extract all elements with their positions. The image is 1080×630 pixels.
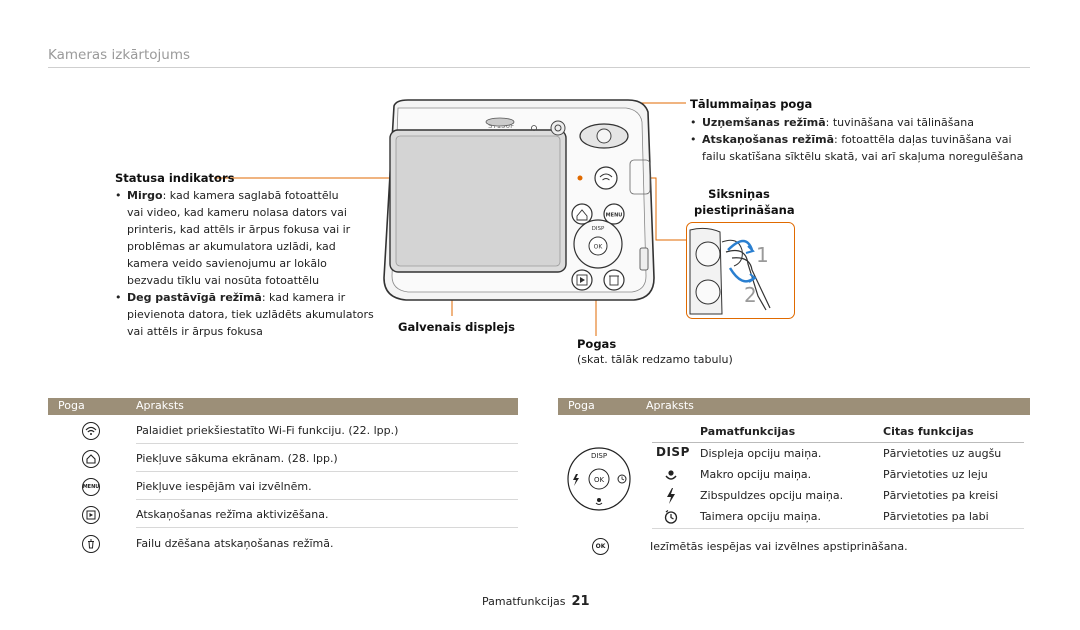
strap-step-2: 2 [744,283,757,307]
row-divider [136,443,518,444]
row-divider [136,499,518,500]
status-indicator-item-steady: Deg pastāvīgā režīmā: kad kamera ir piev… [115,289,385,340]
flash-icon [667,488,675,504]
buttons-subtitle: (skat. tālāk redzamo tabulu) [577,353,733,366]
zoom-button-title: Tālummaiņas poga [690,97,813,111]
strap-illustration: 1 2 [686,222,795,319]
main-display-label: Galvenais displejs [398,320,515,334]
right-table-header: Poga Apraksts [558,398,1030,415]
timer-basic-text: Taimera opciju maiņa. [700,510,821,523]
right-col-description: Apraksts [646,399,694,412]
camera-disp-label: DISP [592,226,605,232]
sub-header-divider [652,442,1024,443]
left-col-description: Apraksts [136,399,184,412]
macro-icon [665,470,677,480]
flash-basic-text: Zibspuldzes opciju maiņa. [700,489,844,502]
right-col-button: Poga [568,399,595,412]
row-divider [652,528,1024,529]
left-row-playback-text: Atskaņošanas režīma aktivizēšana. [136,508,329,521]
ok-icon: OK [592,538,609,555]
trash-icon [82,535,100,553]
page-footer: Pamatfunkcijas 21 [482,594,590,609]
term-steady: Deg pastāvīgā režīmā [127,291,262,304]
left-row-home-text: Piekļuve sākuma ekrānam. (28. lpp.) [136,452,338,465]
buttons-title: Pogas [577,337,617,351]
status-indicator-title: Statusa indikators [115,171,235,185]
other-functions-header: Citas funkcijas [883,425,974,438]
basic-functions-header: Pamatfunkcijas [700,425,796,438]
disp-icon: DISP [656,445,690,459]
menu-icon: MENU [82,478,100,496]
home-icon [82,450,100,468]
dial-ok-label: OK [594,476,605,484]
status-indicator-item-blinking: Mirgo: kad kamera saglabā fotoattēlu vai… [115,187,385,289]
flash-other-text: Pārvietoties pa kreisi [883,489,999,502]
ok-row-text: Iezīmētās iespējas vai izvēlnes apstipri… [650,540,908,553]
row-divider [136,471,518,472]
strap-step-1: 1 [756,243,769,267]
page-number: 21 [571,594,590,609]
status-indicator-list: Mirgo: kad kamera saglabā fotoattēlu vai… [115,187,385,340]
playback-icon [82,506,100,524]
zoom-item-shooting: Uzņemšanas režīmā: tuvināšana vai tālinā… [690,114,1030,131]
macro-other-text: Pārvietoties uz leju [883,468,988,481]
term-blinking: Mirgo [127,189,163,202]
camera-ok-label: OK [594,244,604,251]
wifi-icon [82,422,100,440]
left-row-trash-text: Failu dzēšana atskaņošanas režīmā. [136,537,334,550]
camera-illustration: ST150F MENU DISP OK [383,99,655,301]
left-row-menu-text: Piekļuve iespējām vai izvēlnēm. [136,480,312,493]
footer-section: Pamatfunkcijas [482,595,566,608]
zoom-button-list: Uzņemšanas režīmā: tuvināšana vai tālinā… [690,114,1030,165]
section-title: Kameras izkārtojums [48,47,191,63]
timer-other-text: Pārvietoties pa labi [883,510,989,523]
left-col-button: Poga [58,399,85,412]
strap-title: Siksniņas piestiprināšana [694,187,795,217]
zoom-item-playback: Atskaņošanas režīmā: fotoattēla daļas tu… [690,131,1030,165]
row-divider [136,527,518,528]
timer-icon [664,510,678,524]
header-divider [48,67,1030,68]
macro-basic-text: Makro opciju maiņa. [700,468,812,481]
navigation-dial-icon: DISP OK [567,447,631,511]
camera-menu-label: MENU [606,213,623,219]
left-table-header: Poga Apraksts [48,398,518,415]
left-row-wifi-text: Palaidiet priekšiestatīto Wi-Fi funkciju… [136,424,399,437]
disp-basic-text: Displeja opciju maiņa. [700,447,822,460]
disp-other-text: Pārvietoties uz augšu [883,447,1002,460]
dial-disp-label: DISP [591,452,607,460]
